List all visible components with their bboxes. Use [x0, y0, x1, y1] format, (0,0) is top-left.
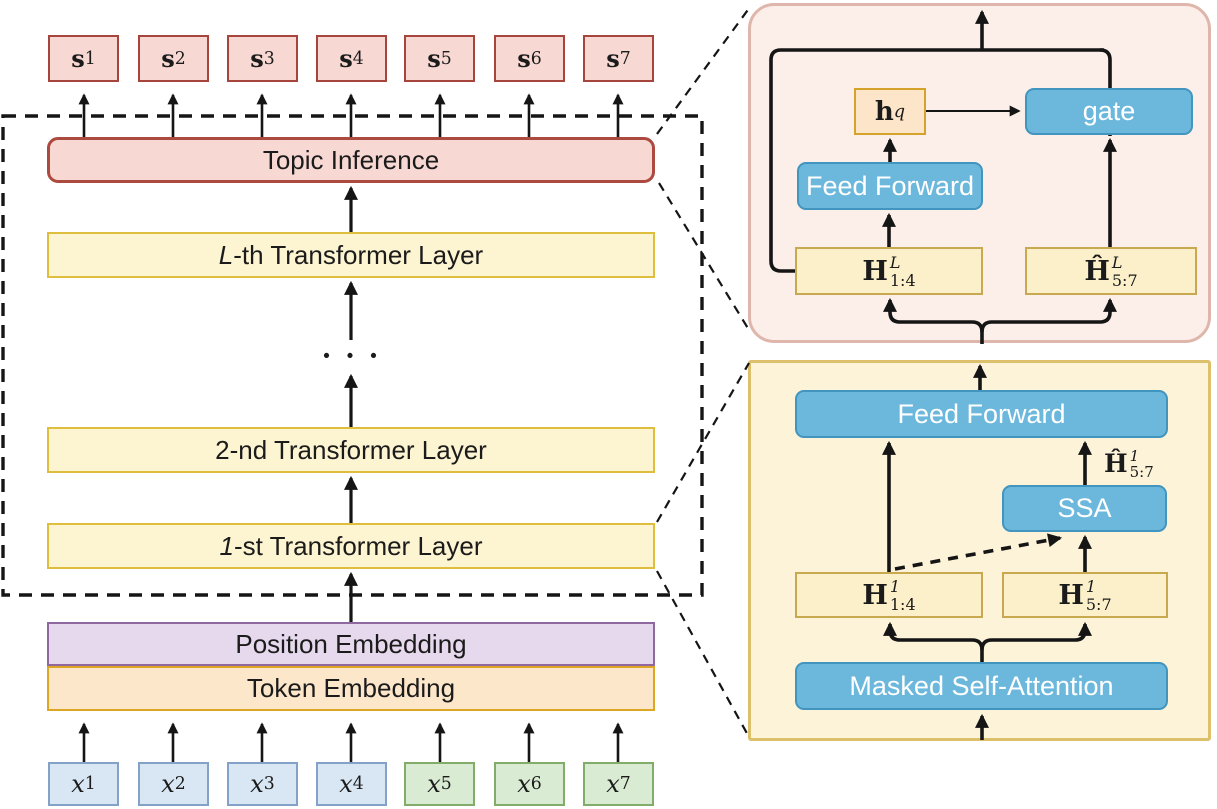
position-embedding-box: Position Embedding [47, 622, 655, 666]
layer-box-Lth: L-th Transformer Layer [47, 232, 655, 278]
token-embedding-box: Token Embedding [47, 666, 655, 711]
layer-box-1st: 1-st Transformer Layer [47, 523, 655, 569]
ellipsis-dots: · · · [321, 338, 381, 372]
zoom-connector-lines [656, 6, 751, 738]
output-arrows [78, 93, 624, 137]
topic-panel-feed-forward-box: Feed Forward [797, 162, 983, 210]
ssa-box: SSA [1002, 485, 1167, 532]
topic-inference-box: Topic Inference [47, 137, 655, 183]
masked-self-attention-box: Masked Self-Attention [795, 662, 1168, 710]
layer-box-2nd: 2-nd Transformer Layer [47, 427, 655, 473]
gate-box: gate [1025, 88, 1193, 135]
layer-panel-feed-forward-box: Feed Forward [795, 390, 1168, 438]
input-arrows [78, 722, 624, 762]
